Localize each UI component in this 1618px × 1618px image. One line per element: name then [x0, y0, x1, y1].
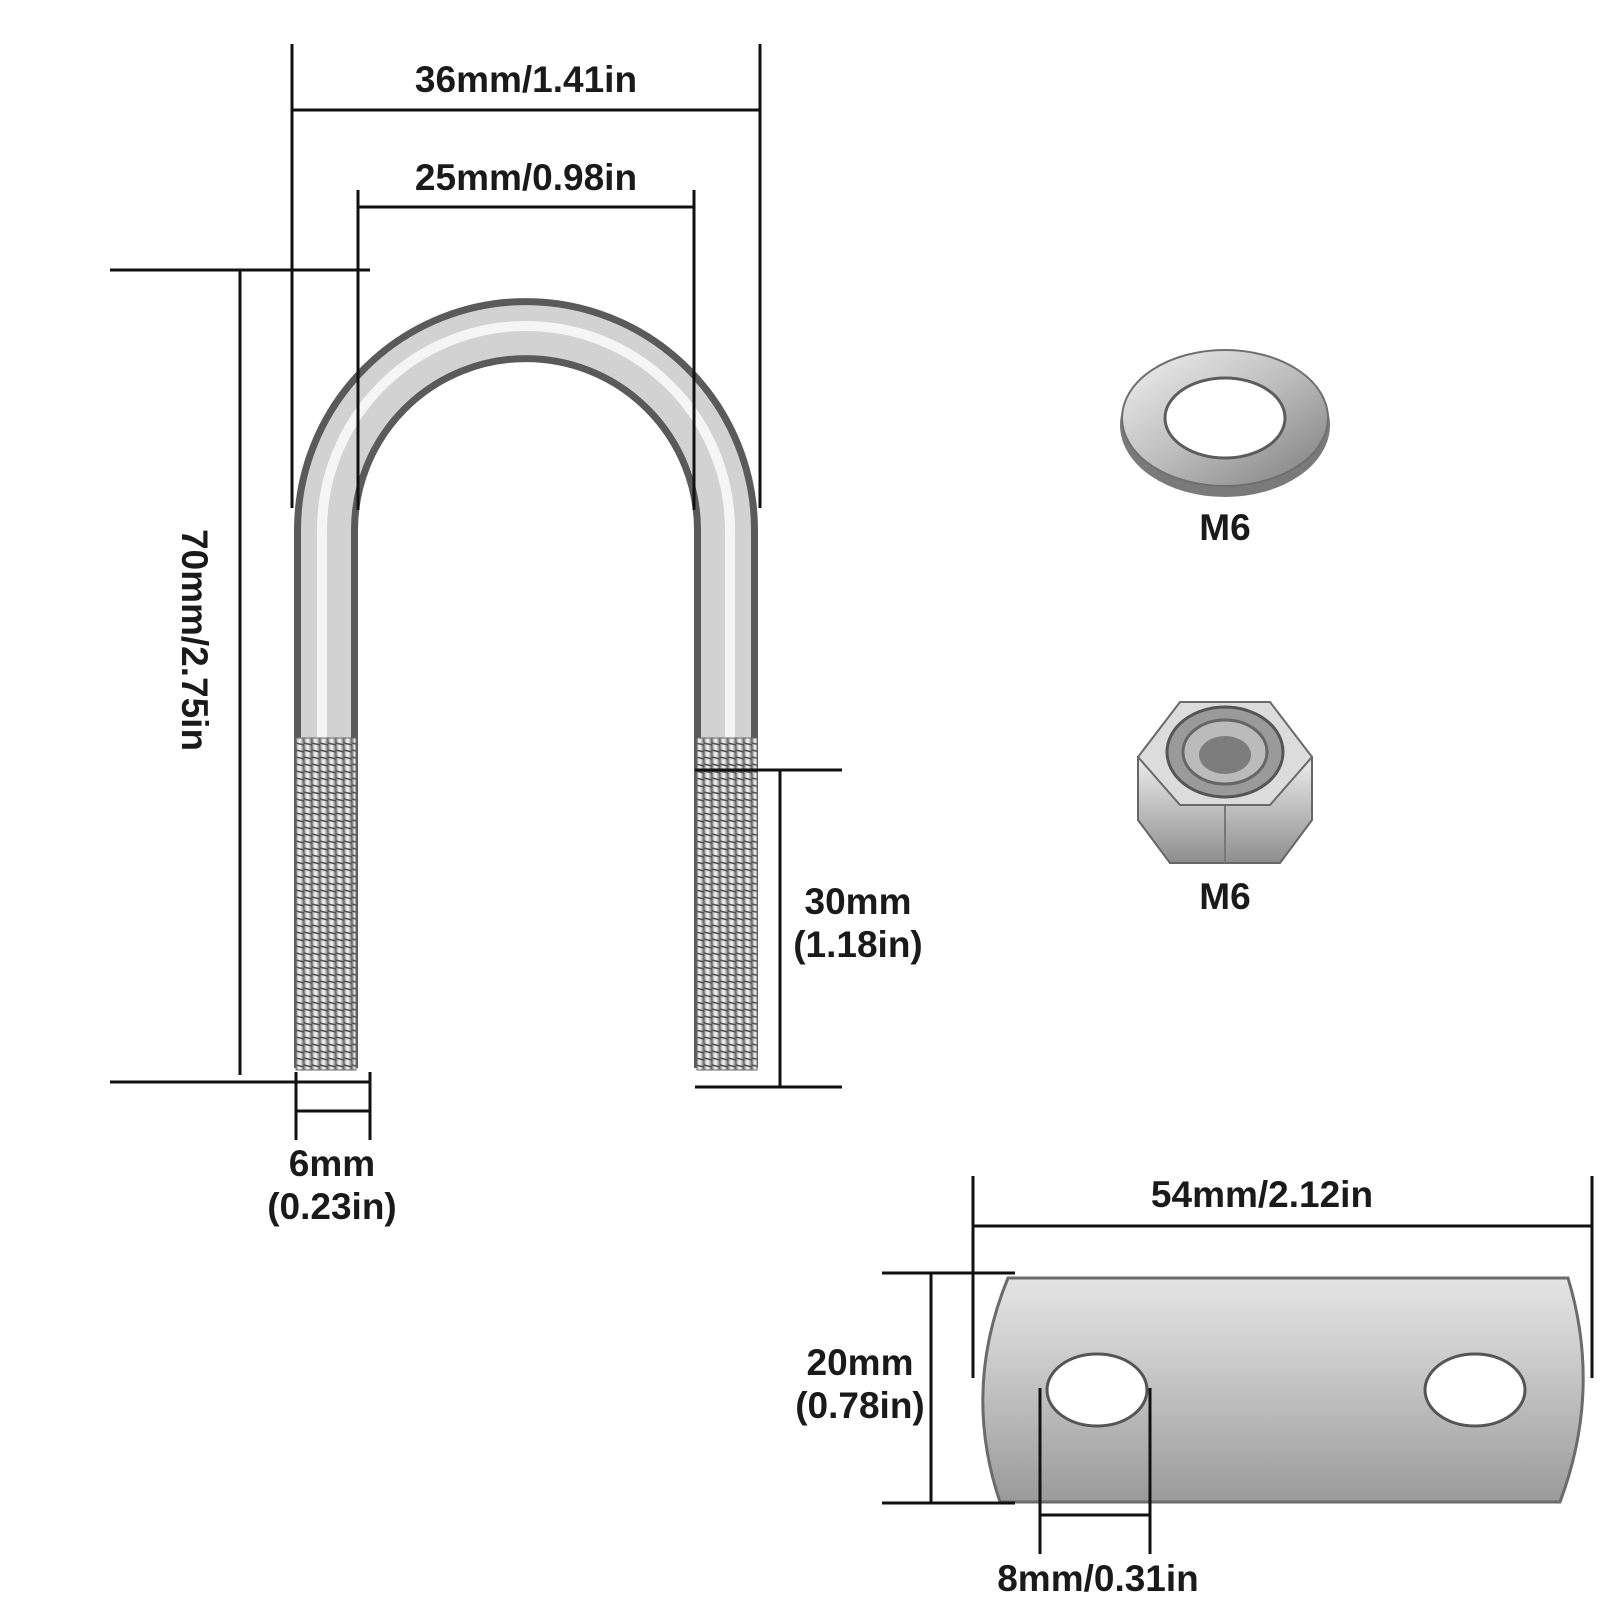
dim-plate-length [971, 1176, 1594, 1378]
plate-width-in-label: (0.78in) [795, 1385, 925, 1426]
nut-label: M6 [1199, 876, 1250, 917]
hex-nut [1136, 701, 1314, 864]
dim-hole-diameter [1038, 1388, 1152, 1554]
hole-diameter-label: 8mm/0.31in [997, 1558, 1199, 1599]
dim-plate-width [882, 1271, 1015, 1505]
u-bolt [294, 298, 758, 1071]
u-bolt-body [294, 298, 758, 1068]
washer-hole [1163, 376, 1287, 460]
nut-bore-center [1199, 736, 1251, 774]
dim-height [110, 268, 370, 1084]
right-thread [696, 737, 758, 1071]
thread-length-mm-label: 30mm [805, 881, 912, 922]
inner-width-label: 25mm/0.98in [415, 157, 637, 198]
plate-width-mm-label: 20mm [807, 1342, 914, 1383]
plate-length-label: 54mm/2.12in [1151, 1174, 1373, 1215]
dim-rod-diameter [294, 1072, 372, 1140]
backing-plate [981, 1276, 1585, 1504]
dim-outer-width [290, 44, 762, 508]
height-label: 70mm/2.75in [174, 529, 215, 751]
dim-thread-length [695, 768, 842, 1089]
rod-diameter-mm-label: 6mm [289, 1143, 375, 1184]
plate-hole-left [1045, 1352, 1149, 1428]
thread-length-in-label: (1.18in) [793, 924, 923, 965]
outer-width-label: 36mm/1.41in [415, 59, 637, 100]
plate-hole-right [1423, 1352, 1527, 1428]
rod-diameter-in-label: (0.23in) [267, 1186, 397, 1227]
dim-inner-width [356, 190, 696, 510]
washer [1120, 349, 1330, 497]
u-bolt-body-shine [317, 321, 735, 740]
u-bolt-body-highlight [301, 305, 751, 1068]
plate-body [981, 1276, 1585, 1504]
washer-label: M6 [1199, 507, 1250, 548]
left-thread [295, 737, 357, 1071]
